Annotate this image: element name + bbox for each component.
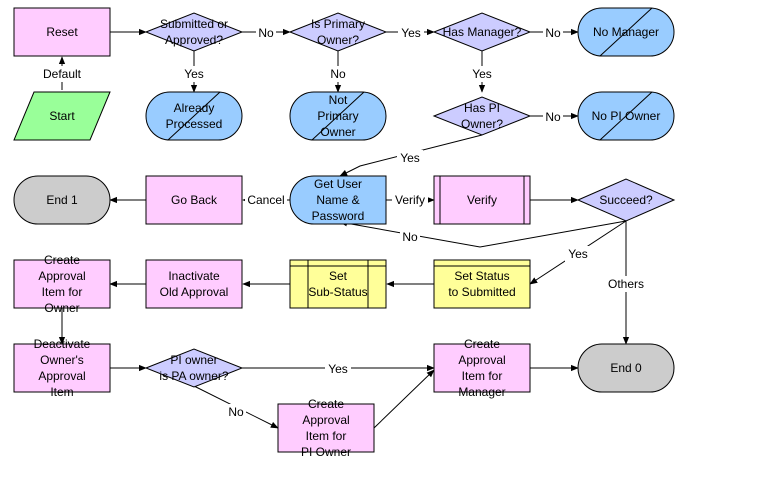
edge-label-primary-yes: Yes <box>401 26 421 40</box>
node-nomanager-strike <box>599 7 653 57</box>
edge-label-manager-yes: Yes <box>472 67 492 81</box>
node-label-get-user-line-3: Password <box>312 209 365 223</box>
edge-succeed-getuser-no <box>339 220 627 248</box>
node-label-inactivate-line-2: Old Approval <box>160 285 229 299</box>
node-label-primary-line-2: Owner? <box>317 33 359 47</box>
node-label-no-manager-line-1: No Manager <box>593 25 659 39</box>
node-label-not-primary-line-2: Primary <box>317 109 358 123</box>
node-label-create-owner-line-4: Owner <box>44 301 79 315</box>
node-reset <box>13 7 111 57</box>
node-label-set-status-line-1: Set Status <box>454 269 509 283</box>
node-label-get-user-line-1: Get User <box>314 177 362 191</box>
node-label-submitted-line-1: Submitted or <box>160 17 228 31</box>
node-nopi-strike <box>599 91 653 141</box>
node-succeed-decision <box>576 178 676 222</box>
node-label-not-primary-line-1: Not <box>329 93 348 107</box>
node-label-inactivate-line-1: Inactivate <box>168 269 220 283</box>
node-label-create-pi-line-4: PI Owner <box>301 445 351 459</box>
node-label-create-manager-line-4: Manager <box>458 385 505 399</box>
node-piispa-decision <box>144 348 244 388</box>
node-label-not-primary-line-3: Owner <box>320 125 355 139</box>
node-label-submitted-line-2: Approved? <box>165 33 223 47</box>
node-label-go-back-line-1: Go Back <box>171 193 218 207</box>
node-primary-decision <box>288 12 388 52</box>
node-label-primary-line-1: Is Primary <box>311 17 365 31</box>
node-label-set-sub-line-1: Set <box>329 269 348 283</box>
node-label-set-status-line-2: to Submitted <box>448 285 515 299</box>
node-label-create-pi-line-1: Create <box>308 397 344 411</box>
node-label-create-owner-line-2: Approval <box>38 269 85 283</box>
edge-label-succeed-no: No <box>402 230 418 244</box>
node-label-create-pi-line-3: Item for <box>306 429 347 443</box>
node-setstatus <box>433 259 531 309</box>
edge-label-manager-no: No <box>545 26 561 40</box>
node-haspi-decision <box>432 96 532 136</box>
node-label-get-user-line-2: Name & <box>316 193 359 207</box>
node-label-create-owner-line-1: Create <box>44 253 80 267</box>
node-label-set-sub-line-2: Sub-Status <box>308 285 367 299</box>
node-label-succeed-line-1: Succeed? <box>599 193 653 207</box>
node-label-deactivate-line-2: Owner's <box>40 353 84 367</box>
edge-label-succeed-yes: Yes <box>568 247 588 261</box>
node-label-already-line-1: Already <box>174 101 215 115</box>
edge-label-pi-yes: Yes <box>400 151 420 165</box>
node-setsub <box>289 259 387 309</box>
node-getuser-function <box>289 175 387 225</box>
node-label-start-line-1: Start <box>49 109 75 123</box>
node-createpi <box>277 403 375 453</box>
edge-label-submitted-yes: Yes <box>184 67 204 81</box>
node-already-strike <box>167 91 221 141</box>
node-label-pi-is-pa-line-1: PI owner <box>170 353 217 367</box>
node-label-create-manager-line-1: Create <box>464 337 500 351</box>
edge-label-primary-no: No <box>330 67 346 81</box>
node-inactivate <box>145 259 243 309</box>
edge-label-verify: Verify <box>395 193 425 207</box>
node-end0 <box>577 343 675 393</box>
node-verify <box>433 175 531 225</box>
node-hasmanager-decision <box>432 12 532 52</box>
node-label-deactivate-line-3: Approval <box>38 369 85 383</box>
edge-label-pi-no: No <box>545 110 561 124</box>
node-deactivate <box>13 343 111 393</box>
node-label-pi-is-pa-line-2: is PA owner? <box>159 369 228 383</box>
edge-label-pa-yes: Yes <box>328 362 348 376</box>
node-label-no-pi-line-1: No PI Owner <box>592 109 661 123</box>
node-label-has-pi-line-1: Has PI <box>464 101 500 115</box>
node-label-end1-line-1: End 1 <box>46 193 78 207</box>
node-label-already-line-2: Processed <box>166 117 223 131</box>
node-createowner <box>13 259 111 309</box>
node-label-has-manager-line-1: Has Manager? <box>443 25 522 39</box>
node-notprimary-strike <box>311 91 365 141</box>
node-label-create-manager-line-3: Item for <box>462 369 503 383</box>
node-end1 <box>13 175 111 225</box>
node-start <box>13 91 111 141</box>
node-label-deactivate-line-1: Deactivate <box>34 337 91 351</box>
node-label-has-pi-line-2: Owner? <box>461 117 503 131</box>
node-goback <box>145 175 243 225</box>
node-label-create-manager-line-2: Approval <box>458 353 505 367</box>
edge-labels: Default No Yes Yes No No Yes No Yes Canc… <box>38 24 648 420</box>
node-label-reset-line-1: Reset <box>46 25 78 39</box>
edge-label-default: Default <box>43 67 82 81</box>
node-label-create-pi-line-2: Approval <box>302 413 349 427</box>
node-label-create-owner-line-3: Item for <box>42 285 83 299</box>
node-label-verify-line-1: Verify <box>467 193 497 207</box>
edge-label-cancel: Cancel <box>247 193 284 207</box>
edge-label-others: Others <box>608 277 644 291</box>
node-label-end0-line-1: End 0 <box>610 361 642 375</box>
node-submitted-decision <box>144 12 244 52</box>
edge-haspi-getuser <box>339 134 483 177</box>
edge-createpi-createmanager <box>373 369 435 429</box>
node-label-deactivate-line-4: Item <box>50 385 73 399</box>
node-createmanager <box>433 343 531 393</box>
edge-label-pa-no: No <box>228 405 244 419</box>
nodes <box>13 7 676 453</box>
edge-label-submitted-no: No <box>258 26 274 40</box>
